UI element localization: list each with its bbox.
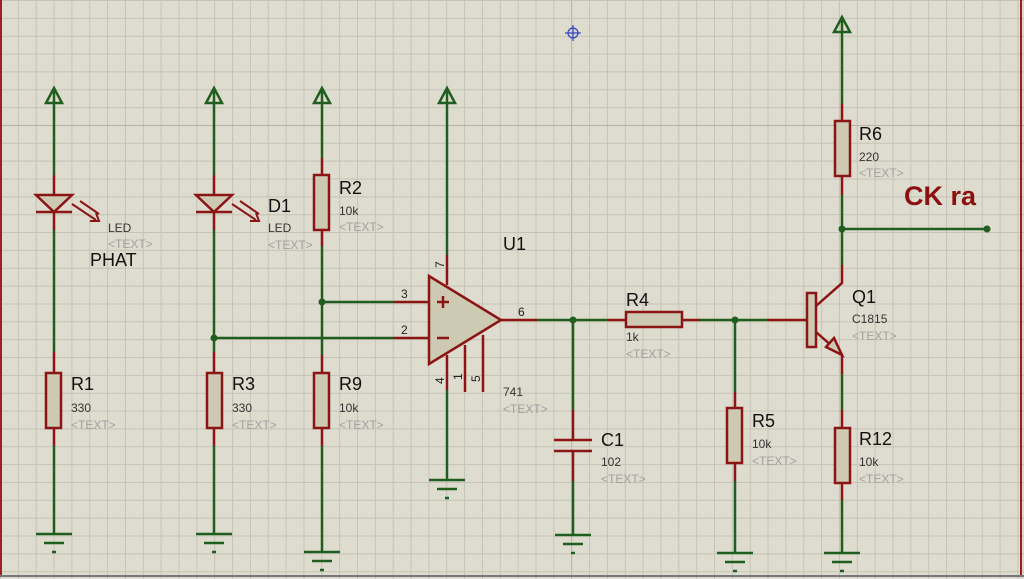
light-emission-arrow-icon — [71, 200, 101, 222]
r5-text: <TEXT> — [752, 454, 797, 468]
junction-dot — [983, 225, 991, 233]
capacitor-c1[interactable] — [554, 410, 592, 481]
q1-text: <TEXT> — [852, 329, 897, 343]
u1-text: <TEXT> — [503, 402, 548, 416]
u1-pin4: 4 — [433, 377, 447, 384]
u1-pin6: 6 — [518, 305, 525, 319]
ground-terminal-icon[interactable] — [304, 550, 340, 572]
r6-value: 220 — [859, 150, 879, 164]
power-terminal-icon[interactable] — [311, 85, 333, 105]
u1-pin7: 7 — [433, 261, 447, 268]
opamp-u1[interactable] — [393, 255, 537, 392]
r12-value: 10k — [859, 455, 879, 469]
led-phat[interactable] — [32, 175, 101, 230]
ground-terminal-icon[interactable] — [824, 551, 860, 573]
r2-text: <TEXT> — [339, 220, 384, 234]
r4-value: 1k — [626, 330, 640, 344]
led-d1[interactable] — [192, 175, 261, 230]
ground-terminal-icon[interactable] — [196, 532, 232, 554]
labels: LED <TEXT> PHAT D1 LED <TEXT> R2 10k <TE… — [71, 124, 977, 486]
r1-value: 330 — [71, 401, 91, 415]
r12-text: <TEXT> — [859, 472, 904, 486]
junction-dot — [569, 316, 577, 324]
resistor-r3[interactable] — [205, 352, 224, 446]
r2-ref: R2 — [339, 178, 362, 198]
r9-value: 10k — [339, 401, 359, 415]
u1-ref: U1 — [503, 234, 526, 254]
q1-ref: Q1 — [852, 287, 876, 307]
net-label-output[interactable]: CK ra — [904, 181, 977, 211]
resistor-r9[interactable] — [312, 355, 331, 446]
r1-ref: R1 — [71, 374, 94, 394]
u1-pin5: 5 — [469, 375, 483, 382]
transistor-q1[interactable] — [768, 265, 845, 374]
r4-ref: R4 — [626, 290, 649, 310]
origin-marker-icon — [565, 25, 581, 41]
r3-ref: R3 — [232, 374, 255, 394]
led-phat-label: PHAT — [90, 250, 137, 270]
r3-text: <TEXT> — [232, 418, 277, 432]
junction-dot — [731, 316, 739, 324]
power-terminal-icon[interactable] — [43, 85, 65, 105]
r9-ref: R9 — [339, 374, 362, 394]
d1-value: LED — [268, 221, 292, 235]
light-emission-arrow-icon — [231, 200, 261, 222]
r3-value: 330 — [232, 401, 252, 415]
u1-pin3: 3 — [401, 287, 408, 301]
junction-dot — [210, 334, 218, 342]
resistor-r12[interactable] — [833, 410, 852, 500]
resistor-r6[interactable] — [833, 104, 852, 195]
r6-ref: R6 — [859, 124, 882, 144]
r1-text: <TEXT> — [71, 418, 116, 432]
u1-pin2: 2 — [401, 323, 408, 337]
power-terminal-icon[interactable] — [203, 85, 225, 105]
c1-ref: C1 — [601, 430, 624, 450]
r2-value: 10k — [339, 204, 359, 218]
junction-dot — [838, 225, 846, 233]
junctions — [210, 225, 991, 342]
led-phat-value: LED — [108, 221, 132, 235]
resistor-r2[interactable] — [312, 158, 331, 246]
resistor-r5[interactable] — [725, 392, 744, 481]
r9-text: <TEXT> — [339, 418, 384, 432]
u1-pin1: 1 — [451, 373, 465, 380]
u1-value: 741 — [503, 385, 523, 399]
c1-text: <TEXT> — [601, 472, 646, 486]
r12-ref: R12 — [859, 429, 892, 449]
r6-text: <TEXT> — [859, 166, 904, 180]
junction-dot — [318, 298, 326, 306]
c1-value: 102 — [601, 455, 621, 469]
d1-text: <TEXT> — [268, 238, 313, 252]
ground-terminal-icon[interactable] — [555, 533, 591, 555]
r5-value: 10k — [752, 437, 772, 451]
power-terminal-icon[interactable] — [436, 85, 458, 105]
ground-terminal-icon[interactable] — [717, 551, 753, 573]
d1-ref: D1 — [268, 196, 291, 216]
resistor-r4[interactable] — [608, 310, 700, 329]
r5-ref: R5 — [752, 411, 775, 431]
ground-terminal-icon[interactable] — [36, 532, 72, 554]
r4-text: <TEXT> — [626, 347, 671, 361]
led-phat-text: <TEXT> — [108, 237, 153, 251]
q1-value: C1815 — [852, 312, 888, 326]
power-terminal-icon[interactable] — [831, 14, 853, 34]
resistor-r1[interactable] — [44, 352, 63, 446]
ground-terminal-icon[interactable] — [429, 478, 465, 500]
